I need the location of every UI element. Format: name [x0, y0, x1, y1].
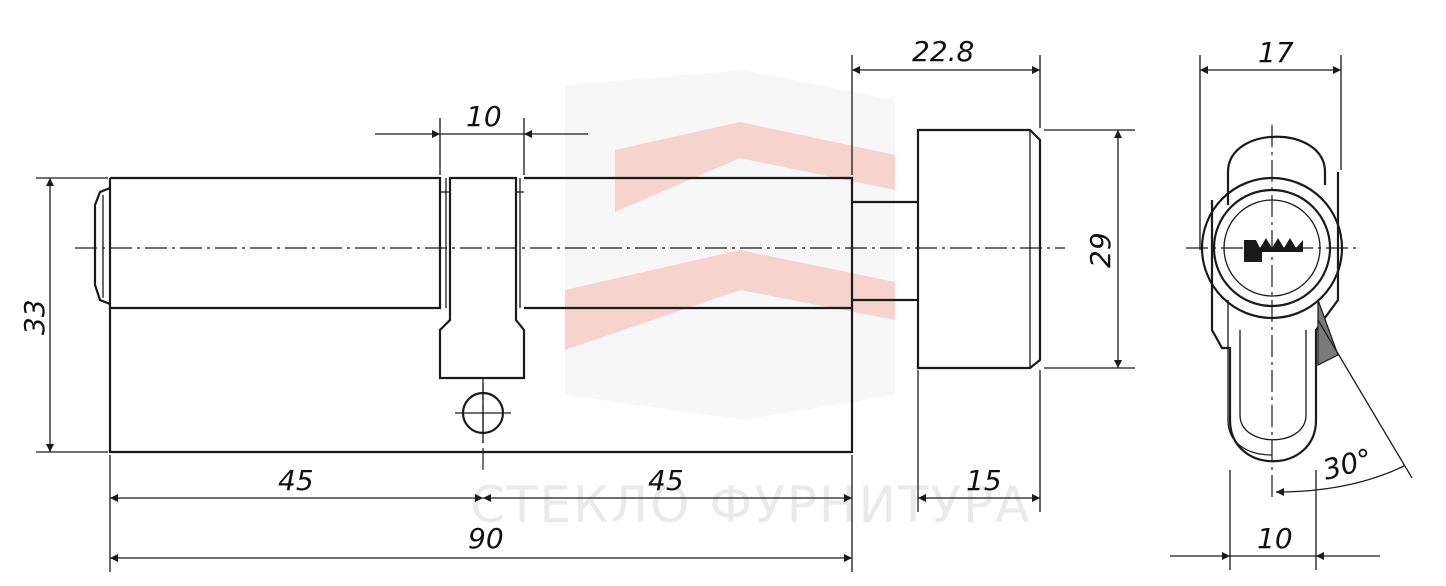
- dim-profile-width: 17: [1258, 36, 1294, 69]
- thumb-turn-knob: [916, 128, 1042, 370]
- dim-left-half: 45: [278, 464, 314, 497]
- dim-knob-extension: 22.8: [912, 35, 974, 68]
- dim-cam-width: 10: [466, 100, 502, 133]
- angle-arc: [1275, 465, 1405, 496]
- dim-profile-bottom-width: 10: [1257, 522, 1293, 555]
- watermark-text: СТЕКЛО ФУРНИТУРА: [470, 476, 1031, 534]
- dim-right-half: 45: [648, 464, 684, 497]
- angle-ray: [1317, 319, 1413, 479]
- watermark-logo: [565, 70, 895, 420]
- extension-lines: [36, 55, 1135, 572]
- dim-knob-length: 15: [966, 464, 1002, 497]
- dim-total-length: 90: [468, 522, 504, 555]
- dim-height: 33: [18, 299, 51, 335]
- dim-knob-diameter: 29: [1084, 232, 1117, 268]
